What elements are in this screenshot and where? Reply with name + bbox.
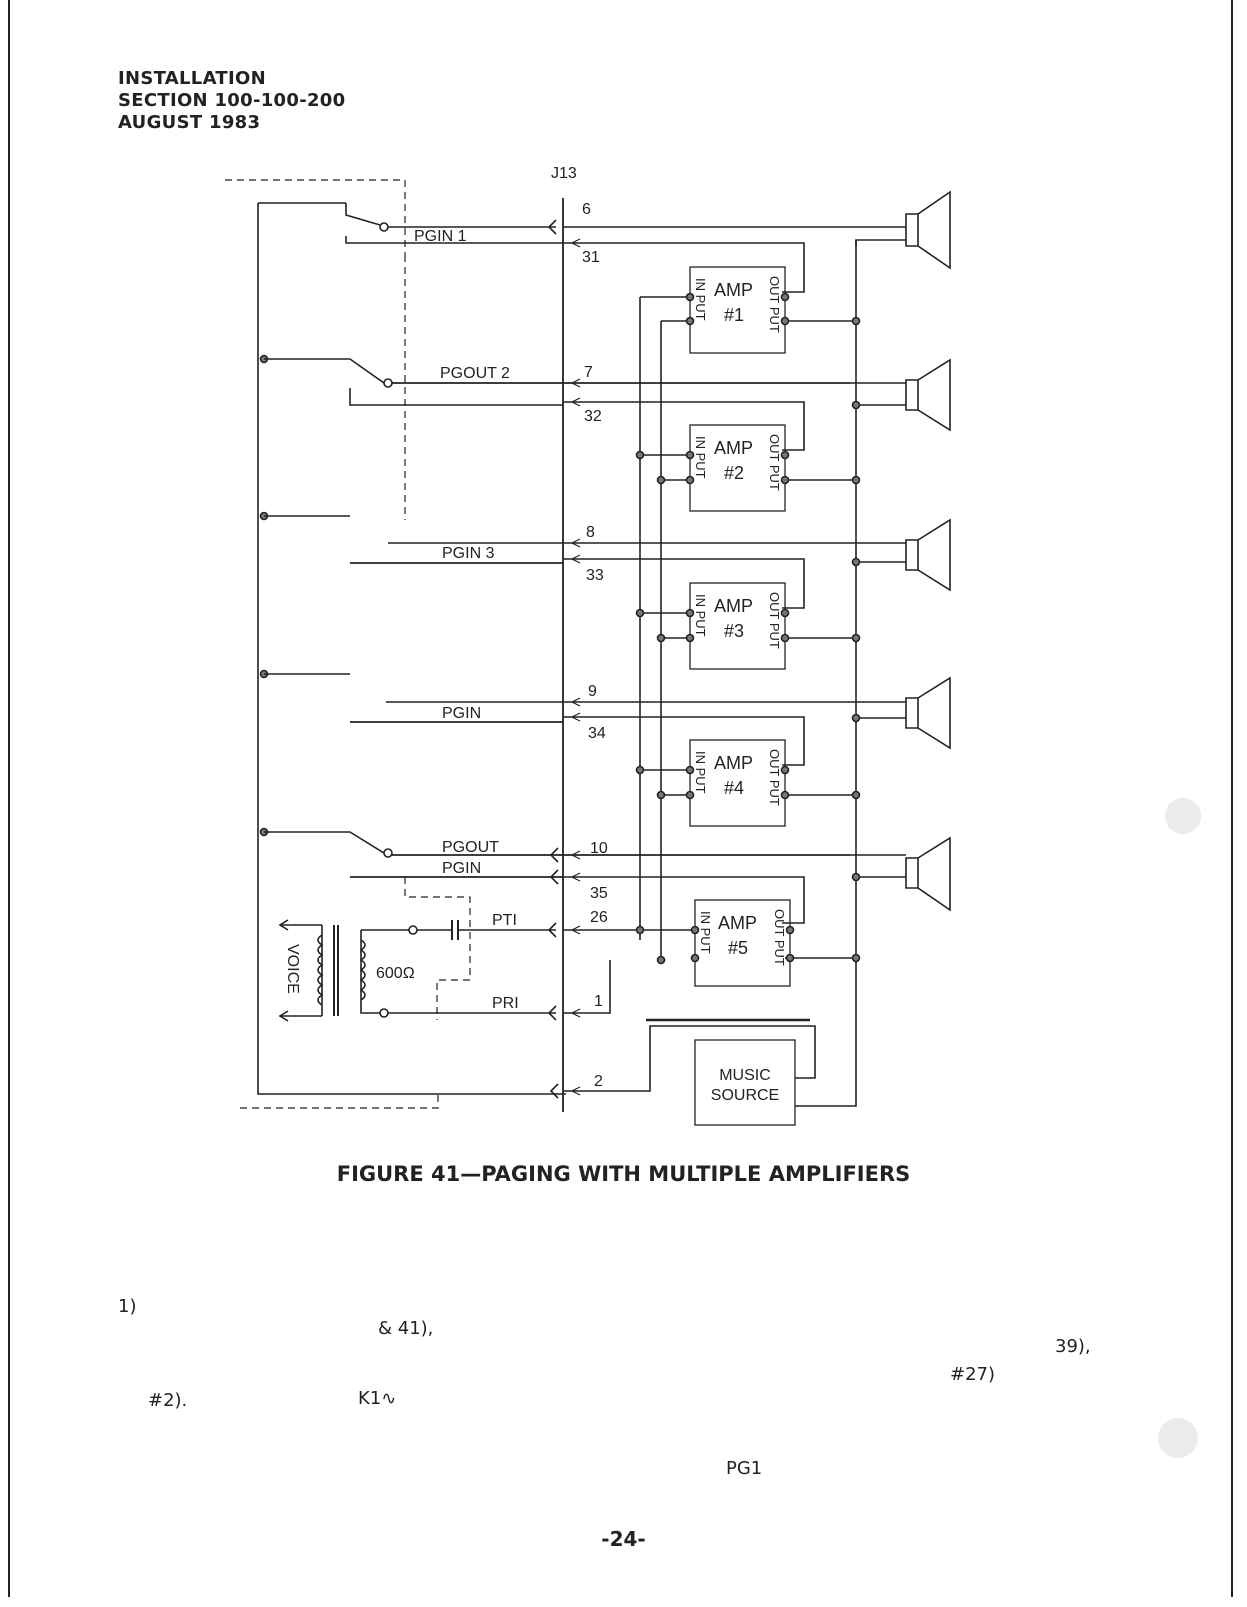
pin-label: 10 <box>590 840 608 857</box>
amp-label: AMP <box>714 438 753 458</box>
row-2 <box>264 358 850 451</box>
amp-output-label: OUT PUT <box>767 592 782 649</box>
line-label: PGIN <box>442 860 481 877</box>
pin-label: 32 <box>584 408 602 425</box>
amp-number: #3 <box>724 621 744 641</box>
music-source-label: SOURCE <box>711 1087 779 1104</box>
pin-label: 34 <box>588 725 606 742</box>
row-5 <box>264 831 850 1020</box>
amp-number: #4 <box>724 778 744 798</box>
music-source-label: MUSIC <box>719 1067 771 1084</box>
amp-input-label: IN PUT <box>698 911 713 954</box>
text-fragment: #27) <box>950 1364 996 1385</box>
pin-label: 2 <box>594 1073 603 1090</box>
speaker-1 <box>855 190 951 270</box>
pin-label: 26 <box>590 909 608 926</box>
speaker-4 <box>850 676 951 750</box>
text-fragment: PG1 <box>726 1458 763 1479</box>
impedance-label: 600Ω <box>376 965 415 982</box>
amp-label: AMP <box>714 753 753 773</box>
amp-input-bus-outer <box>639 296 690 940</box>
list-item-number: 1) <box>118 1296 137 1317</box>
amplifier-5 <box>635 899 861 987</box>
row-3 <box>264 515 850 609</box>
amp-input-label: IN PUT <box>693 278 708 321</box>
figure-caption: FIGURE 41—PAGING WITH MULTIPLE AMPLIFIER… <box>336 1162 911 1186</box>
left-bus <box>257 202 566 1095</box>
amp-output-label: OUT PUT <box>767 276 782 333</box>
amp-label: AMP <box>714 280 753 300</box>
amp-output-label: OUT PUT <box>772 909 787 966</box>
amp-input-label: IN PUT <box>693 436 708 479</box>
pin-label: 35 <box>590 885 608 902</box>
line-label: PRI <box>492 995 519 1012</box>
transformer-circuit <box>278 919 640 1022</box>
amp-label: AMP <box>714 596 753 616</box>
amplifier-1 <box>685 266 861 354</box>
amp-number: #5 <box>728 938 748 958</box>
line-label: PGOUT 2 <box>440 365 510 382</box>
amplifier-3 <box>635 582 861 670</box>
text-fragment: & 41), <box>378 1318 434 1339</box>
amp-input-label: IN PUT <box>693 594 708 637</box>
amp-output-label: OUT PUT <box>767 749 782 806</box>
text-fragment: #2). <box>148 1390 188 1411</box>
text-fragment: K1∿ <box>358 1388 397 1409</box>
header-date: AUGUST 1983 <box>118 112 261 133</box>
pin-label: 8 <box>586 524 595 541</box>
header-section: SECTION 100-100-200 <box>118 90 346 111</box>
line-label: PGIN 3 <box>442 545 495 562</box>
pin-arrows <box>570 238 581 1096</box>
text-fragment: 39), <box>1055 1336 1091 1357</box>
speaker-5 <box>850 836 951 912</box>
speaker-2 <box>850 358 951 432</box>
line-label: PTI <box>492 912 517 929</box>
scan-smudge <box>1165 798 1201 834</box>
header-title: INSTALLATION <box>118 68 266 89</box>
amplifier-4 <box>635 739 861 827</box>
amplifier-2 <box>635 424 861 512</box>
amp-input-label: IN PUT <box>693 751 708 794</box>
dashed-boundary-bottom <box>240 1094 439 1109</box>
page-number: -24- <box>601 1527 646 1551</box>
line-label: PGOUT <box>442 839 499 856</box>
scan-smudge <box>1158 1418 1198 1458</box>
amp-number: #1 <box>724 305 744 325</box>
row-1 <box>345 203 906 293</box>
speaker-3 <box>850 518 951 592</box>
line-label: PGIN 1 <box>414 228 467 245</box>
connector-label: J13 <box>551 165 577 182</box>
page-frame <box>8 0 1233 1597</box>
pin-label: 31 <box>582 249 600 266</box>
pin-label: 1 <box>594 993 603 1010</box>
voice-label: VOICE <box>284 944 301 994</box>
line-label: PGIN <box>442 705 481 722</box>
amp-output-label: OUT PUT <box>767 434 782 491</box>
amp-number: #2 <box>724 463 744 483</box>
amp-label: AMP <box>718 913 757 933</box>
music-source-box <box>694 1039 796 1126</box>
pin-label: 33 <box>586 567 604 584</box>
row-4 <box>264 673 850 766</box>
amp-input-bus-inner <box>660 320 690 960</box>
document-header: INSTALLATION SECTION 100-100-200 AUGUST … <box>118 68 345 134</box>
pin-label: 9 <box>588 683 597 700</box>
pin-label: 7 <box>584 364 593 381</box>
music-wiring <box>549 239 906 1107</box>
pin-label: 6 <box>582 201 591 218</box>
dashed-boundary-top <box>225 179 406 255</box>
